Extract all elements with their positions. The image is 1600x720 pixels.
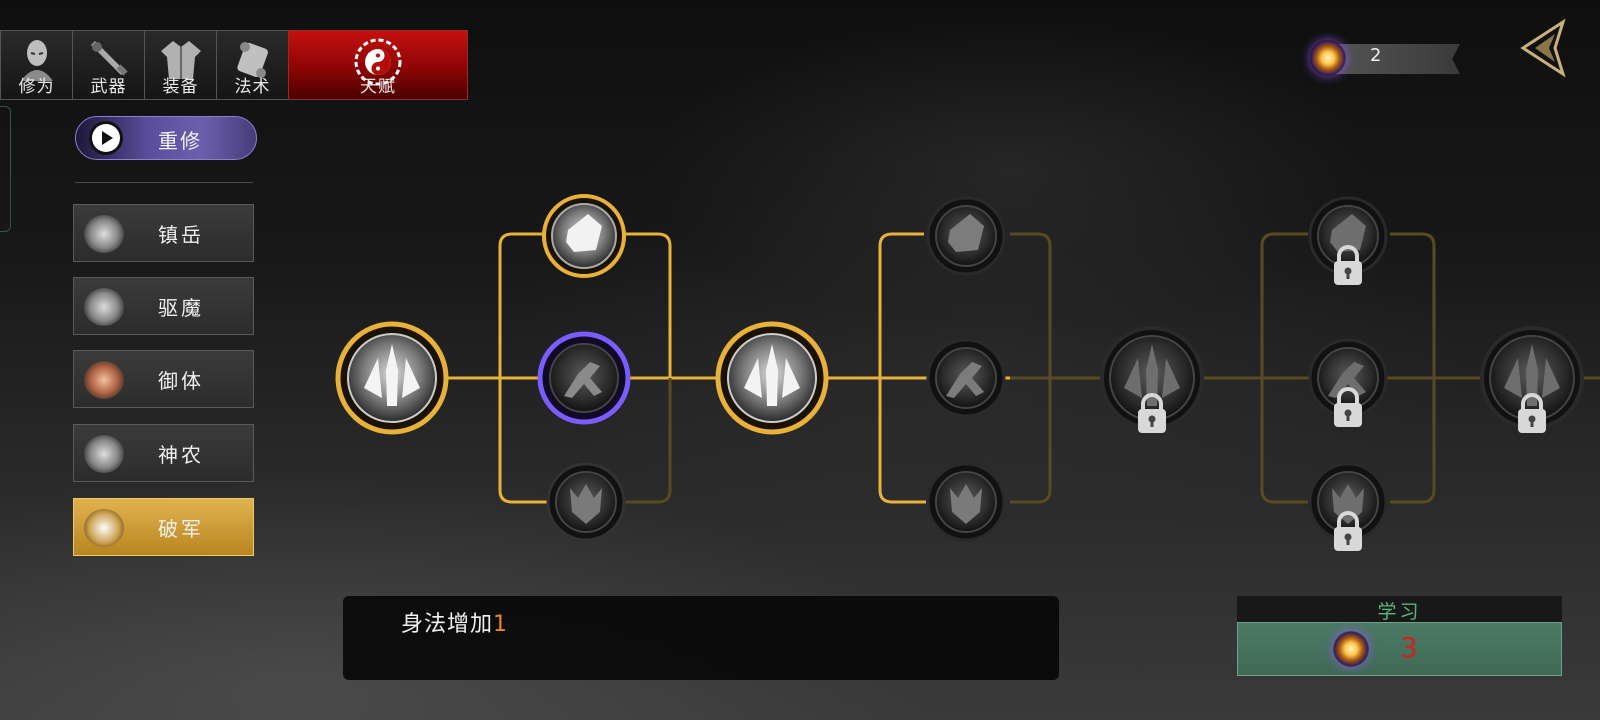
body-guard-icon bbox=[84, 361, 124, 399]
sword-blade-icon bbox=[744, 344, 800, 406]
side-edge-frame bbox=[0, 106, 11, 232]
description-text: 身法增加1 bbox=[401, 606, 508, 638]
robe-icon bbox=[160, 41, 201, 79]
tab-cultivation[interactable]: 修为 bbox=[0, 30, 72, 100]
dash-figure-icon bbox=[946, 362, 984, 398]
tab-spell[interactable]: 法术 bbox=[216, 30, 288, 100]
counter-bar bbox=[1330, 44, 1460, 74]
skill-node-hub3[interactable] bbox=[1100, 326, 1204, 435]
reset-talent-button[interactable]: 重修 bbox=[75, 116, 257, 160]
break-army-icon bbox=[84, 509, 124, 547]
sword-blade-icon bbox=[1504, 344, 1560, 406]
school-item-shennong[interactable]: 神农 bbox=[73, 424, 254, 482]
mountain-beast-icon bbox=[84, 215, 124, 253]
skill-node-t1-top[interactable] bbox=[542, 194, 626, 278]
fist-icon bbox=[948, 214, 984, 252]
divider bbox=[75, 182, 253, 183]
reset-label: 重修 bbox=[158, 129, 202, 153]
skill-node-t3-mid[interactable] bbox=[1308, 338, 1388, 429]
shennong-icon bbox=[84, 435, 124, 473]
learn-button[interactable]: 3 bbox=[1237, 622, 1562, 676]
dash-figure-icon bbox=[564, 362, 602, 398]
tab-weapon[interactable]: 武器 bbox=[72, 30, 144, 100]
fist-icon bbox=[1330, 214, 1366, 252]
tab-talent[interactable]: 天赋 bbox=[288, 30, 468, 100]
skill-node-t1-mid[interactable] bbox=[537, 331, 631, 425]
monk-head-icon bbox=[20, 40, 53, 81]
talent-description-panel: 身法增加1 bbox=[343, 596, 1059, 680]
tab-label: 天赋 bbox=[360, 77, 396, 97]
skill-node-t3-top[interactable] bbox=[1308, 196, 1388, 287]
talent-orb-icon bbox=[1310, 40, 1346, 76]
school-item-qumo[interactable]: 驱魔 bbox=[73, 277, 254, 335]
tab-label: 武器 bbox=[90, 77, 127, 97]
top-tab-bar: 修为 武器 装备 法术 天赋 bbox=[0, 30, 468, 102]
tab-label: 修为 bbox=[18, 77, 55, 97]
skill-node-t2-top[interactable] bbox=[926, 196, 1006, 276]
talent-point-value: 2 bbox=[1370, 45, 1382, 66]
tab-label: 装备 bbox=[162, 77, 199, 97]
demon-face-icon bbox=[1332, 484, 1364, 524]
school-item-zhenyue[interactable]: 镇岳 bbox=[73, 204, 254, 262]
back-arrow-icon[interactable] bbox=[1515, 18, 1575, 78]
demon-face-icon bbox=[950, 484, 982, 524]
learn-cost: 3 bbox=[1400, 631, 1418, 664]
scroll-icon bbox=[236, 42, 268, 78]
play-icon bbox=[92, 124, 120, 152]
school-label: 驱魔 bbox=[158, 296, 204, 320]
talent-orb-icon bbox=[1333, 631, 1369, 667]
school-item-pojun[interactable]: 破军 bbox=[73, 498, 254, 556]
yin-yang-icon bbox=[354, 38, 402, 86]
skill-node-hub2[interactable] bbox=[715, 321, 829, 435]
school-label: 镇岳 bbox=[158, 223, 204, 247]
skill-node-t3-bot[interactable] bbox=[1308, 462, 1388, 553]
skill-node-t2-mid[interactable] bbox=[926, 338, 1006, 418]
sword-blade-icon bbox=[364, 344, 420, 406]
skill-node-root[interactable] bbox=[335, 321, 449, 435]
sword-icon bbox=[90, 41, 128, 76]
demon-face-icon bbox=[570, 484, 602, 524]
skill-node-t2-bot[interactable] bbox=[926, 462, 1006, 542]
tab-equipment[interactable]: 装备 bbox=[144, 30, 216, 100]
tab-label: 法术 bbox=[234, 77, 271, 97]
skill-node-t1-bot[interactable] bbox=[546, 462, 626, 542]
description-label: 身法增加 bbox=[401, 612, 494, 637]
school-label: 神农 bbox=[158, 443, 204, 467]
dash-figure-icon bbox=[1328, 362, 1366, 398]
learn-panel: 学习 3 bbox=[1237, 596, 1562, 678]
school-item-yuti[interactable]: 御体 bbox=[73, 350, 254, 408]
school-label: 御体 bbox=[158, 369, 204, 393]
skill-node-hub4[interactable] bbox=[1480, 326, 1584, 435]
learn-header: 学习 bbox=[1237, 596, 1562, 623]
exorcism-icon bbox=[84, 288, 124, 326]
talent-point-counter: 2 bbox=[1310, 40, 1465, 76]
sword-blade-icon bbox=[1124, 344, 1180, 406]
fist-icon bbox=[566, 214, 602, 252]
school-label: 破军 bbox=[158, 517, 204, 541]
learn-title: 学习 bbox=[1377, 601, 1422, 623]
description-value: 1 bbox=[493, 612, 509, 637]
